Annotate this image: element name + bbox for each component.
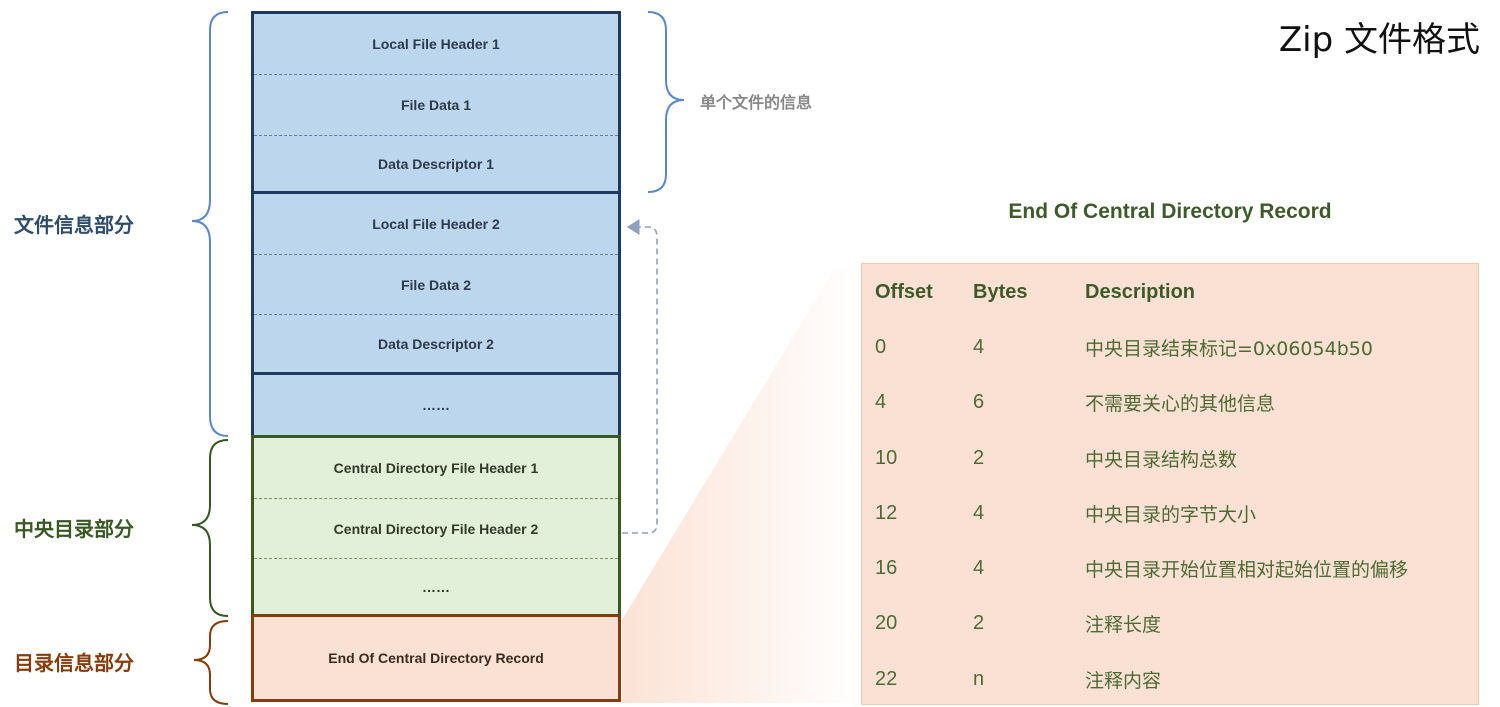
- zip-structure-stack: Local File Header 1 File Data 1 Data Des…: [251, 11, 621, 702]
- cell-offset: 0: [875, 336, 887, 359]
- file-group-1: Local File Header 1 File Data 1 Data Des…: [251, 11, 621, 194]
- central-dir-header-1: Central Directory File Header 1: [333, 460, 539, 476]
- cell-description: 中央目录的字节大小: [1085, 503, 1257, 526]
- file-data-2: File Data 2: [254, 254, 618, 314]
- end-of-central-dir-record: End Of Central Directory Record: [328, 650, 544, 666]
- cell-description: 注释内容: [1085, 669, 1162, 692]
- cell-description: 中央目录结构总数: [1085, 448, 1238, 471]
- central-dir-ellipsis: ……: [254, 558, 618, 614]
- eocd-table: Offset Bytes Description 0 4 中央目录结束标记=0x…: [861, 263, 1479, 705]
- local-file-header-2: Local File Header 2: [372, 216, 500, 232]
- cell-description: 不需要关心的其他信息: [1085, 393, 1276, 416]
- table-row: 16 4 中央目录开始位置相对起始位置的偏移: [862, 541, 1478, 596]
- brace-file-info: [191, 11, 229, 437]
- label-single-file: 单个文件的信息: [700, 93, 813, 112]
- file-group-2: Local File Header 2 File Data 2 Data Des…: [251, 191, 621, 375]
- cell-description: 中央目录结束标记=0x06054b50: [1085, 338, 1373, 361]
- local-file-header-1: Local File Header 1: [372, 36, 500, 52]
- cell-offset: 10: [875, 446, 898, 469]
- label-file-info: 文件信息部分: [14, 213, 134, 237]
- file-ellipsis: ……: [422, 397, 450, 413]
- header-description: Description: [1085, 280, 1196, 303]
- reference-arrow: [622, 219, 658, 534]
- table-row: 22 n 注释内容: [862, 652, 1478, 707]
- table-row: 20 2 注释长度: [862, 596, 1478, 651]
- cell-description: 中央目录开始位置相对起始位置的偏移: [1085, 559, 1409, 582]
- page-title: Zip 文件格式: [1278, 20, 1480, 60]
- detail-title: End Of Central Directory Record: [1008, 200, 1332, 223]
- cell-bytes: 2: [973, 446, 985, 469]
- cell-bytes: 6: [973, 391, 985, 414]
- cell-bytes: 4: [973, 501, 985, 524]
- cell-offset: 12: [875, 501, 898, 524]
- cell-bytes: 2: [973, 612, 985, 635]
- cell-offset: 16: [875, 557, 898, 580]
- table-row: 10 2 中央目录结构总数: [862, 431, 1478, 486]
- file-group-more: ……: [251, 372, 621, 438]
- data-descriptor-2: Data Descriptor 2: [254, 314, 618, 372]
- cell-bytes: 4: [973, 557, 985, 580]
- table-row: 0 4 中央目录结束标记=0x06054b50: [862, 320, 1478, 375]
- brace-single-file: [647, 11, 685, 193]
- central-dir-header-2: Central Directory File Header 2: [254, 498, 618, 558]
- cell-offset: 20: [875, 612, 898, 635]
- central-directory-group: Central Directory File Header 1 Central …: [251, 435, 621, 617]
- table-header-row: Offset Bytes Description: [862, 264, 1478, 320]
- brace-dir-info: [193, 620, 229, 705]
- table-row: 4 6 不需要关心的其他信息: [862, 375, 1478, 430]
- header-offset: Offset: [875, 280, 933, 303]
- label-central-dir: 中央目录部分: [14, 517, 134, 541]
- brace-central-dir: [191, 439, 229, 617]
- end-of-central-dir-group: End Of Central Directory Record: [251, 614, 621, 702]
- data-descriptor-1: Data Descriptor 1: [254, 135, 618, 191]
- header-bytes: Bytes: [973, 280, 1028, 303]
- cell-bytes: 4: [973, 336, 985, 359]
- cell-bytes: n: [973, 667, 985, 690]
- cell-offset: 4: [875, 391, 887, 414]
- file-data-1: File Data 1: [254, 74, 618, 135]
- cell-offset: 22: [875, 667, 898, 690]
- cell-description: 注释长度: [1085, 614, 1162, 637]
- label-dir-info: 目录信息部分: [14, 651, 134, 675]
- table-row: 12 4 中央目录的字节大小: [862, 486, 1478, 541]
- zoom-connector: [622, 268, 861, 703]
